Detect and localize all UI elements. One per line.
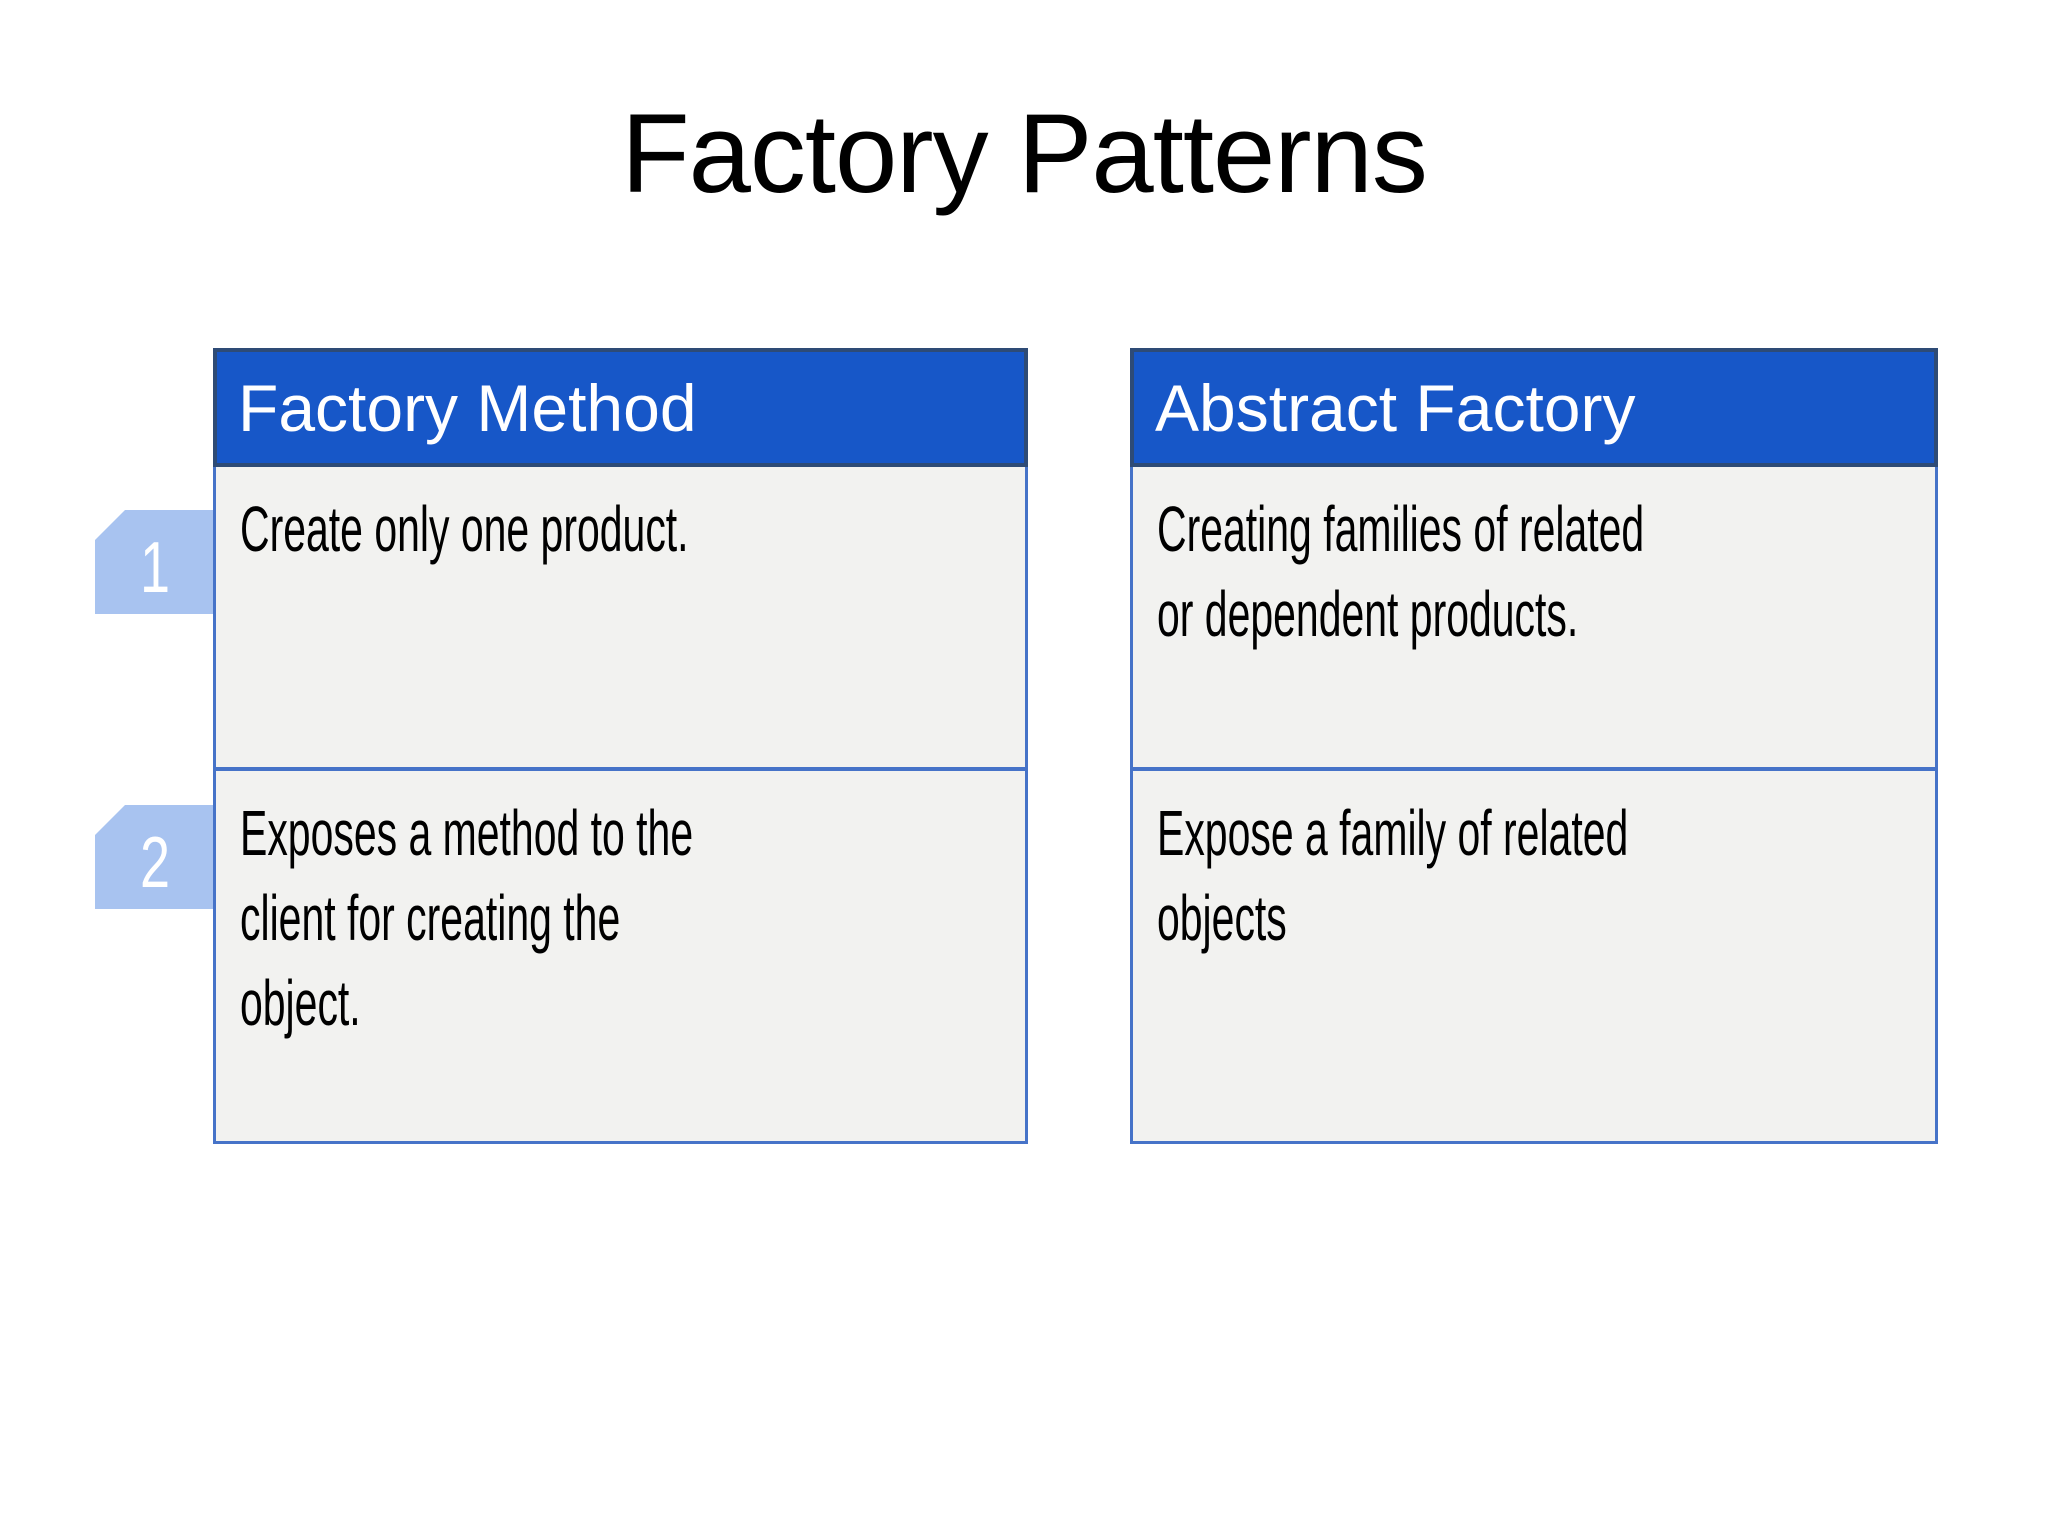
abstract-factory-table: Abstract Factory Creating families of re… [1130, 348, 1938, 1144]
factory-method-row-2-text: Exposes a method to the client for creat… [240, 797, 694, 1040]
factory-method-row-2: Exposes a method to the client for creat… [216, 767, 1025, 1141]
row-number-badge-2-label: 2 [140, 823, 171, 903]
row-number-badge-1-label: 1 [140, 528, 171, 608]
abstract-factory-row-2: Expose a family of related objects [1133, 767, 1935, 1141]
row-number-badge-1: 1 [95, 510, 216, 614]
factory-method-header-label: Factory Method [238, 370, 697, 445]
abstract-factory-row-1: Creating families of related or dependen… [1133, 467, 1935, 767]
abstract-factory-header: Abstract Factory [1130, 348, 1938, 467]
abstract-factory-row-2-text: Expose a family of related objects [1157, 797, 1629, 955]
abstract-factory-header-label: Abstract Factory [1155, 370, 1636, 445]
factory-method-table: Factory Method Create only one product. … [213, 348, 1028, 1144]
row-number-badge-2: 2 [95, 805, 216, 909]
abstract-factory-body: Creating families of related or dependen… [1130, 467, 1938, 1144]
slide-title: Factory Patterns [621, 91, 1428, 216]
factory-method-row-1-text: Create only one product. [240, 493, 689, 565]
factory-method-header: Factory Method [213, 348, 1028, 467]
abstract-factory-row-1-text: Creating families of related or dependen… [1157, 493, 1645, 651]
factory-method-body: Create only one product. Exposes a metho… [213, 467, 1028, 1144]
factory-method-row-1: Create only one product. [216, 467, 1025, 767]
